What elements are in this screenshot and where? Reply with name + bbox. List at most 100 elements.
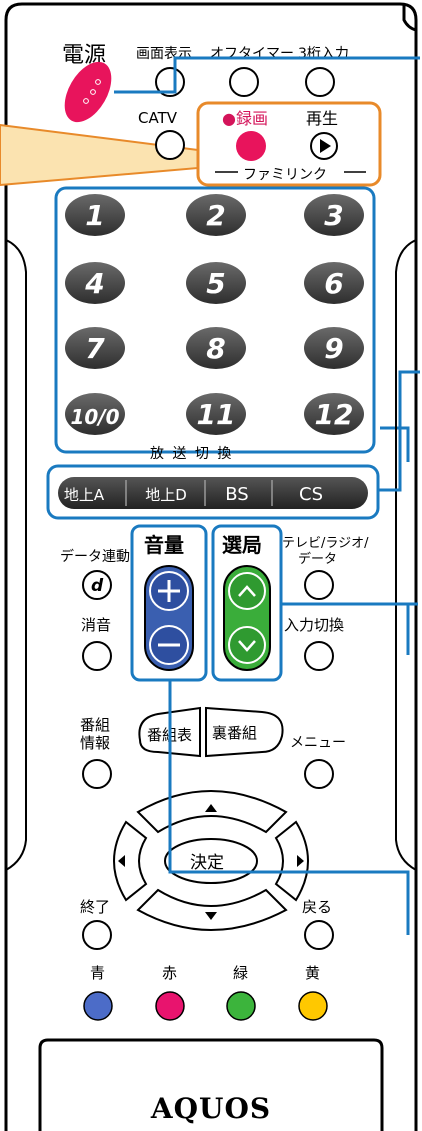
broadcast-key-4[interactable]: CS [299,484,323,505]
number-key-label: 8 [206,332,225,365]
yellow-label: 黄 [305,964,320,982]
green-label: 緑 [233,964,248,982]
number-key-8[interactable] [186,327,246,369]
data-link-label: データ連動 [60,548,130,565]
famlink-label: ファミリンク [243,167,327,183]
exit-label: 終了 [80,898,110,916]
menu-label: メニュー [290,735,346,751]
green-button[interactable] [226,991,256,1021]
arrow-right-icon [297,855,304,867]
dpad-left-button[interactable] [113,820,148,902]
number-key-label: 10/0 [70,405,119,429]
chevron-down-icon [238,640,256,652]
d-icon: d [91,576,104,596]
red-label: 赤 [162,964,177,982]
power-button[interactable] [55,54,121,130]
broadcast-keys: 地上A 地上D BS CS [64,480,323,506]
power-dot [95,79,101,85]
number-key-4[interactable] [65,262,125,304]
number-key-label: 1 [85,199,104,232]
broadcast-key-1[interactable]: 地上A [64,486,105,504]
record-label: ●録画 [222,109,268,128]
enter-label: 決定 [190,853,224,873]
leader-line [378,370,420,492]
chevron-up-icon [238,585,256,597]
number-key-12[interactable] [304,393,364,435]
program-info-button[interactable] [82,759,112,789]
catv-button[interactable] [155,130,185,160]
menu-button[interactable] [304,759,334,789]
number-panel-highlight [54,186,376,454]
number-key-10-0[interactable] [65,393,125,435]
back-button[interactable] [304,920,334,950]
tv-radio-label: テレビ/ラジオ/ [282,536,369,551]
number-key-2[interactable] [186,194,246,236]
exit-button[interactable] [82,920,112,950]
channel-label: 選局 [222,533,262,557]
broadcast-key-3[interactable]: BS [225,484,248,505]
red-button[interactable] [155,991,185,1021]
number-key-label: 6 [324,267,343,300]
blue-label: 青 [90,964,105,982]
play-icon [320,139,331,153]
number-key-7[interactable] [65,327,125,369]
leader-line [380,426,410,462]
ura-button[interactable] [205,706,284,758]
input-switch-label: 入力切換 [284,616,344,634]
display-button[interactable] [155,67,185,97]
brand-logo: AQUOS [150,1092,271,1125]
display-label: 画面表示 [136,46,192,62]
volume-label: 音量 [144,533,184,557]
number-key-5[interactable] [186,262,246,304]
number-key-label: 12 [315,398,354,431]
tv-radio-button[interactable] [304,570,334,600]
number-key-label: 11 [197,398,236,431]
power-dot [90,89,96,95]
program-info-label: 番組 [80,716,110,734]
broadcast-switch-label: 放 送 切 換 [150,446,233,462]
digit3-button[interactable] [305,67,335,97]
mute-label: 消音 [81,616,111,634]
record-button[interactable] [236,131,266,161]
channel-up-button[interactable] [228,572,266,610]
dpad-right-button[interactable] [274,820,309,902]
blue-button[interactable] [83,991,113,1021]
broadcast-bar [58,477,368,509]
arrow-up-icon [205,804,217,812]
number-key-label: 9 [324,332,343,365]
number-key-label: 4 [84,267,104,300]
catv-label: CATV [138,109,178,127]
program-info-label: 情報 [80,734,110,752]
back-label: 戻る [302,898,332,916]
input-switch-button[interactable] [304,641,334,671]
remote-bottom-panel [38,1038,384,1131]
number-key-9[interactable] [304,327,364,369]
offtimer-button[interactable] [229,67,259,97]
digit3-label: 3桁入力 [298,46,349,62]
data-link-button[interactable] [82,570,112,600]
arrow-down-icon [205,912,217,920]
number-key-label: 2 [206,199,225,232]
broadcast-key-2[interactable]: 地上D [145,486,187,504]
number-key-11[interactable] [186,393,246,435]
channel-down-button[interactable] [228,626,266,664]
number-key-label: 7 [85,332,105,365]
leader-line [114,56,420,94]
offtimer-label: オフタイマー [210,46,294,62]
play-label: 再生 [306,109,338,128]
yellow-button[interactable] [298,991,328,1021]
arrow-left-icon [118,855,125,867]
number-key-1[interactable] [65,194,125,236]
plus-icon [158,580,180,602]
dpad-down-button[interactable] [136,888,288,931]
mute-button[interactable] [82,641,112,671]
data-label: データ [298,551,337,567]
number-key-label: 3 [324,199,343,232]
number-key-6[interactable] [304,262,364,304]
ura-label: 裏番組 [212,724,257,742]
number-key-label: 5 [206,267,225,300]
number-key-3[interactable] [304,194,364,236]
power-dot [83,98,89,104]
